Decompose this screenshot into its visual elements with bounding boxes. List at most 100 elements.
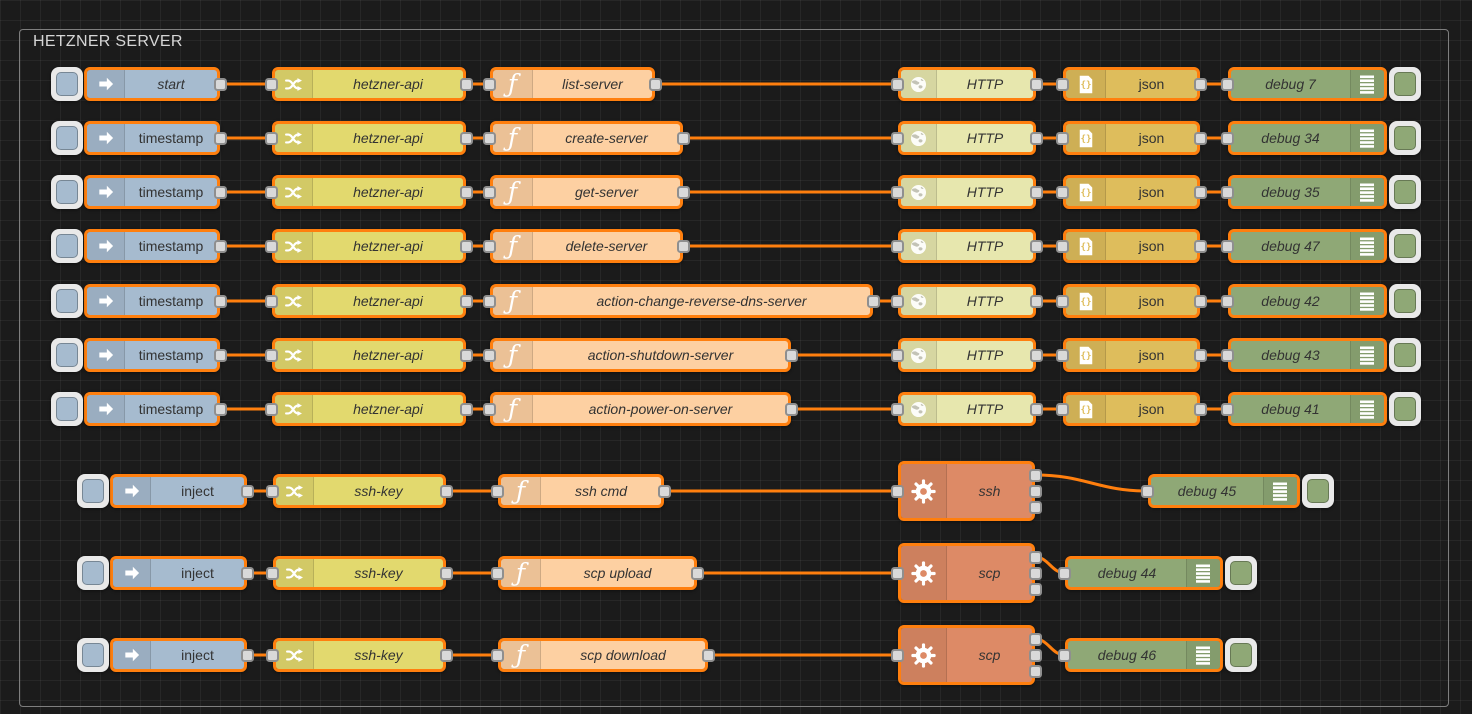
output-port[interactable]	[460, 239, 473, 253]
node-debug[interactable]: debug 41	[1221, 392, 1387, 426]
output-port[interactable]	[1194, 348, 1207, 362]
output-port[interactable]	[214, 77, 227, 91]
node-inject[interactable]: timestamp	[84, 229, 227, 263]
output-port[interactable]	[214, 402, 227, 416]
output-port[interactable]	[460, 348, 473, 362]
node-exec[interactable]: ssh	[891, 461, 1042, 521]
inject-trigger-button[interactable]	[51, 121, 83, 155]
node-http[interactable]: HTTP	[891, 338, 1043, 372]
node-debug[interactable]: debug 35	[1221, 175, 1387, 209]
node-debug[interactable]: debug 44	[1058, 556, 1223, 590]
output-port[interactable]	[214, 185, 227, 199]
node-debug[interactable]: debug 46	[1058, 638, 1223, 672]
input-port[interactable]	[491, 566, 504, 580]
node-change[interactable]: hetzner-api	[265, 229, 473, 263]
output-port[interactable]	[691, 566, 704, 580]
input-port[interactable]	[891, 185, 904, 199]
output-port[interactable]	[649, 77, 662, 91]
node-json[interactable]: {}json	[1056, 67, 1207, 101]
input-port[interactable]	[483, 77, 496, 91]
output-port[interactable]	[677, 131, 690, 145]
inject-trigger-button[interactable]	[77, 638, 109, 672]
debug-toggle-button[interactable]	[1389, 229, 1421, 263]
output-port[interactable]	[460, 185, 473, 199]
input-port[interactable]	[483, 239, 496, 253]
node-change[interactable]: hetzner-api	[265, 338, 473, 372]
input-port[interactable]	[1056, 402, 1069, 416]
input-port[interactable]	[1141, 484, 1154, 498]
input-port[interactable]	[483, 185, 496, 199]
debug-toggle-button[interactable]	[1389, 121, 1421, 155]
inject-trigger-button[interactable]	[77, 474, 109, 508]
node-inject[interactable]: timestamp	[84, 175, 227, 209]
inject-trigger-button[interactable]	[51, 67, 83, 101]
node-change[interactable]: hetzner-api	[265, 121, 473, 155]
input-port[interactable]	[891, 484, 904, 498]
debug-toggle-button[interactable]	[1389, 175, 1421, 209]
node-change[interactable]: ssh-key	[266, 638, 453, 672]
input-port[interactable]	[1221, 185, 1234, 199]
output-port[interactable]	[1030, 185, 1043, 199]
input-port[interactable]	[265, 348, 278, 362]
output-port[interactable]	[241, 648, 254, 662]
input-port[interactable]	[891, 77, 904, 91]
output-port[interactable]	[1030, 402, 1043, 416]
node-debug[interactable]: debug 43	[1221, 338, 1387, 372]
node-inject[interactable]: inject	[110, 474, 254, 508]
node-inject[interactable]: inject	[110, 638, 254, 672]
output-port[interactable]	[1030, 77, 1043, 91]
output-port[interactable]	[867, 294, 880, 308]
input-port[interactable]	[1221, 131, 1234, 145]
output-port[interactable]	[1194, 77, 1207, 91]
output-port[interactable]	[1029, 550, 1042, 564]
output-port[interactable]	[460, 402, 473, 416]
input-port[interactable]	[265, 294, 278, 308]
output-port[interactable]	[785, 402, 798, 416]
output-port[interactable]	[241, 484, 254, 498]
node-json[interactable]: {}json	[1056, 229, 1207, 263]
inject-trigger-button[interactable]	[51, 392, 83, 426]
input-port[interactable]	[1058, 648, 1071, 662]
output-port[interactable]	[1194, 402, 1207, 416]
input-port[interactable]	[1056, 239, 1069, 253]
input-port[interactable]	[891, 648, 904, 662]
node-http[interactable]: HTTP	[891, 229, 1043, 263]
output-port[interactable]	[214, 131, 227, 145]
output-port[interactable]	[440, 648, 453, 662]
output-port[interactable]	[1029, 500, 1042, 514]
input-port[interactable]	[1221, 77, 1234, 91]
output-port[interactable]	[440, 566, 453, 580]
input-port[interactable]	[891, 239, 904, 253]
node-http[interactable]: HTTP	[891, 175, 1043, 209]
node-debug[interactable]: debug 42	[1221, 284, 1387, 318]
debug-toggle-button[interactable]	[1389, 392, 1421, 426]
debug-toggle-button[interactable]	[1389, 67, 1421, 101]
output-port[interactable]	[702, 648, 715, 662]
output-port[interactable]	[440, 484, 453, 498]
input-port[interactable]	[1221, 402, 1234, 416]
output-port[interactable]	[677, 239, 690, 253]
input-port[interactable]	[483, 294, 496, 308]
output-port[interactable]	[460, 77, 473, 91]
node-change[interactable]: hetzner-api	[265, 392, 473, 426]
node-json[interactable]: {}json	[1056, 338, 1207, 372]
node-json[interactable]: {}json	[1056, 121, 1207, 155]
node-change[interactable]: hetzner-api	[265, 175, 473, 209]
node-inject[interactable]: timestamp	[84, 338, 227, 372]
node-exec[interactable]: scp	[891, 625, 1042, 685]
input-port[interactable]	[266, 648, 279, 662]
input-port[interactable]	[1056, 131, 1069, 145]
node-http[interactable]: HTTP	[891, 67, 1043, 101]
input-port[interactable]	[1221, 239, 1234, 253]
output-port[interactable]	[1029, 632, 1042, 646]
output-port[interactable]	[1029, 648, 1042, 662]
output-port[interactable]	[1029, 582, 1042, 596]
input-port[interactable]	[891, 566, 904, 580]
output-port[interactable]	[1029, 664, 1042, 678]
node-change[interactable]: hetzner-api	[265, 284, 473, 318]
node-inject[interactable]: timestamp	[84, 392, 227, 426]
